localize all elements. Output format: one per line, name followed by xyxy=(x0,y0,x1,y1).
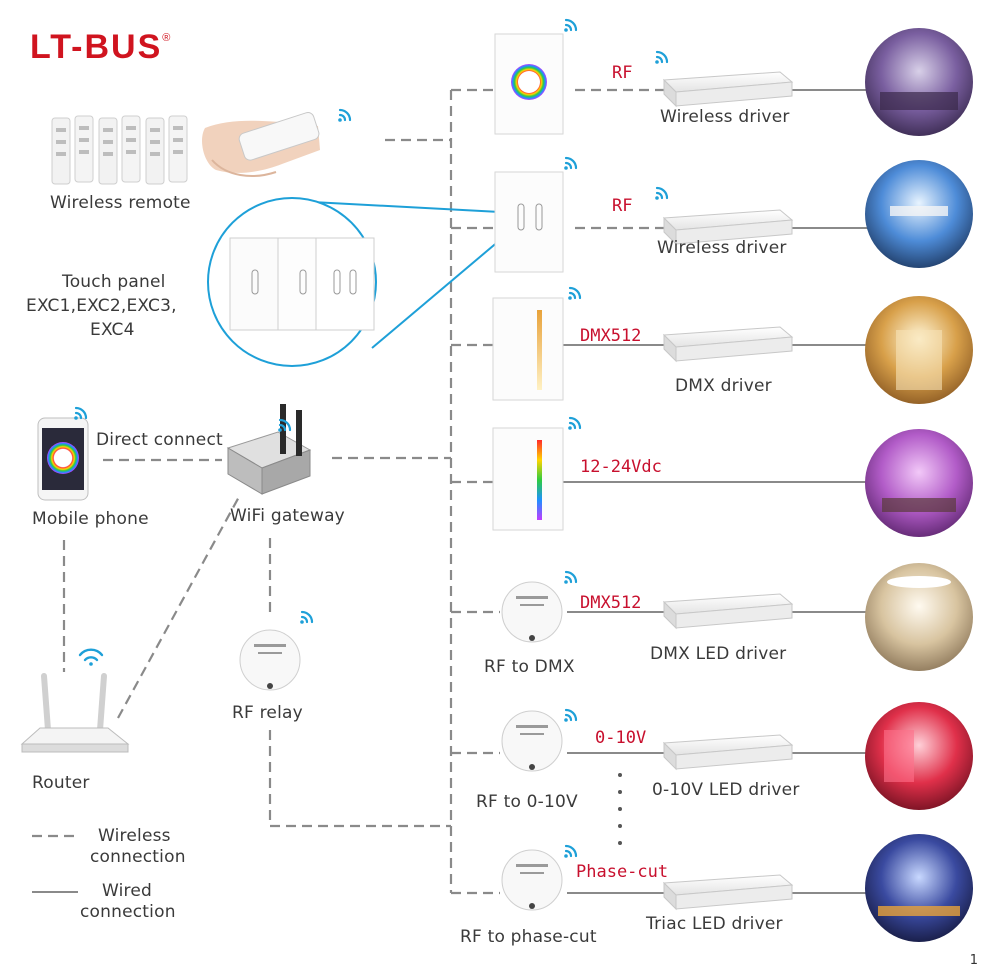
brand-registered-mark: ® xyxy=(162,32,171,44)
wifi-icon xyxy=(300,610,314,624)
touch-panel-icon xyxy=(229,237,375,331)
brand-logo: LT-BUS® xyxy=(30,28,170,67)
router-label: Router xyxy=(32,773,90,793)
signal-label: DMX512 xyxy=(580,593,642,613)
remote-icon xyxy=(51,112,320,185)
signal-label: DMX512 xyxy=(580,326,642,346)
converter-label: RF to phase-cut xyxy=(460,927,597,947)
touch-panel-title: Touch panel xyxy=(62,272,166,292)
brand-name: LT-BUS xyxy=(30,28,163,66)
relay-icon xyxy=(239,581,563,911)
voltage-touch-panel xyxy=(492,427,564,531)
wifi-icon xyxy=(78,648,104,666)
signal-label: RF xyxy=(612,196,633,216)
phone-icon xyxy=(37,417,89,501)
legend-wireless-1: Wireless xyxy=(98,826,171,846)
router-icon xyxy=(20,673,130,753)
driver-label: Triac LED driver xyxy=(646,914,783,934)
wifi-icon xyxy=(74,406,88,420)
legend-wireless-2: connection xyxy=(90,847,186,867)
wifi-icon xyxy=(655,50,669,64)
wifi-icon xyxy=(568,416,582,430)
gateway-icon xyxy=(226,404,312,495)
signal-label: Phase-cut xyxy=(576,862,669,882)
signal-label: RF xyxy=(612,63,633,83)
wifi-gateway-label: WiFi gateway xyxy=(230,506,345,526)
driver-icon xyxy=(662,71,794,911)
mobile-phone-label: Mobile phone xyxy=(32,509,149,529)
dmx-touch-panel xyxy=(492,297,564,401)
signal-label: 0-10V xyxy=(595,728,647,748)
rgb-touch-panel xyxy=(494,33,564,135)
signal-label: 12-24Vdc xyxy=(580,457,662,477)
driver-label: 0-10V LED driver xyxy=(652,780,800,800)
legend-wired-1: Wired xyxy=(102,881,153,901)
wifi-icon xyxy=(338,108,352,122)
wifi-icon xyxy=(564,844,578,858)
legend-wired-2: connection xyxy=(80,902,176,922)
driver-label: DMX driver xyxy=(675,376,772,396)
touch-panel-models: EXC1,EXC2,EXC3, xyxy=(26,296,177,316)
rf-relay-label: RF relay xyxy=(232,703,303,723)
page-number: 1 xyxy=(969,953,978,966)
wireless-lines xyxy=(32,88,664,895)
wifi-icon xyxy=(278,418,292,432)
wifi-icon xyxy=(564,708,578,722)
wifi-icon xyxy=(564,18,578,32)
wifi-icon xyxy=(564,570,578,584)
driver-label: Wireless driver xyxy=(657,238,787,258)
wifi-icon xyxy=(564,156,578,170)
remote-label: Wireless remote xyxy=(50,193,191,213)
wifi-icon xyxy=(568,286,582,300)
touch-panel-models-2: EXC4 xyxy=(90,320,135,340)
converter-label: RF to 0-10V xyxy=(476,792,578,812)
driver-label: Wireless driver xyxy=(660,107,790,127)
driver-label: DMX LED driver xyxy=(650,644,787,664)
direct-connect-label: Direct connect xyxy=(96,430,223,450)
scene-photos xyxy=(865,28,973,942)
converter-label: RF to DMX xyxy=(484,657,575,677)
dual-touch-panel xyxy=(494,171,564,273)
wired-lines xyxy=(32,89,870,894)
ellipsis-dots xyxy=(618,773,622,845)
wifi-icon xyxy=(655,186,669,200)
